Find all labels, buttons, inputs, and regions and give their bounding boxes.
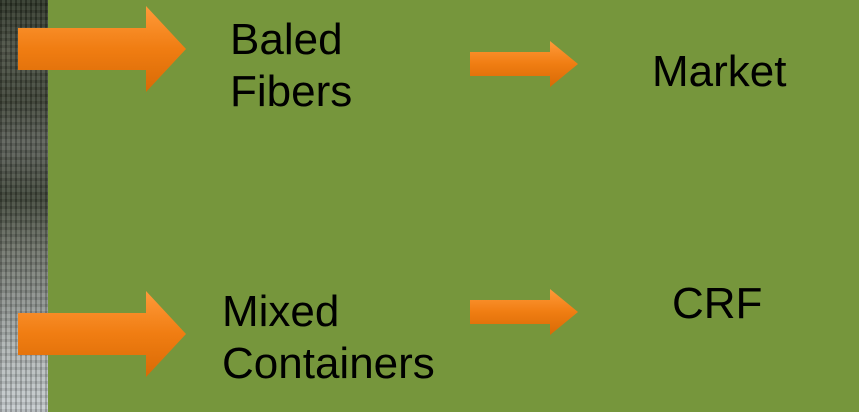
arrow-to-market: [470, 41, 578, 87]
node-crf-label: CRF: [672, 279, 763, 328]
arrow-to-mixed-containers: [18, 291, 186, 377]
node-baled-fibers-line-1: Baled: [230, 15, 343, 64]
node-crf: CRF: [672, 278, 762, 330]
node-mixed-containers: Mixed Containers: [222, 286, 435, 390]
node-market-label: Market: [652, 47, 787, 96]
node-mixed-containers-line-1: Mixed: [222, 287, 340, 336]
node-mixed-containers-line-2: Containers: [222, 339, 435, 388]
node-baled-fibers: Baled Fibers: [230, 14, 352, 118]
node-market: Market: [652, 46, 786, 98]
arrow-to-baled-fibers: [18, 6, 186, 92]
arrow-to-crf: [470, 289, 578, 335]
node-baled-fibers-line-2: Fibers: [230, 67, 353, 116]
